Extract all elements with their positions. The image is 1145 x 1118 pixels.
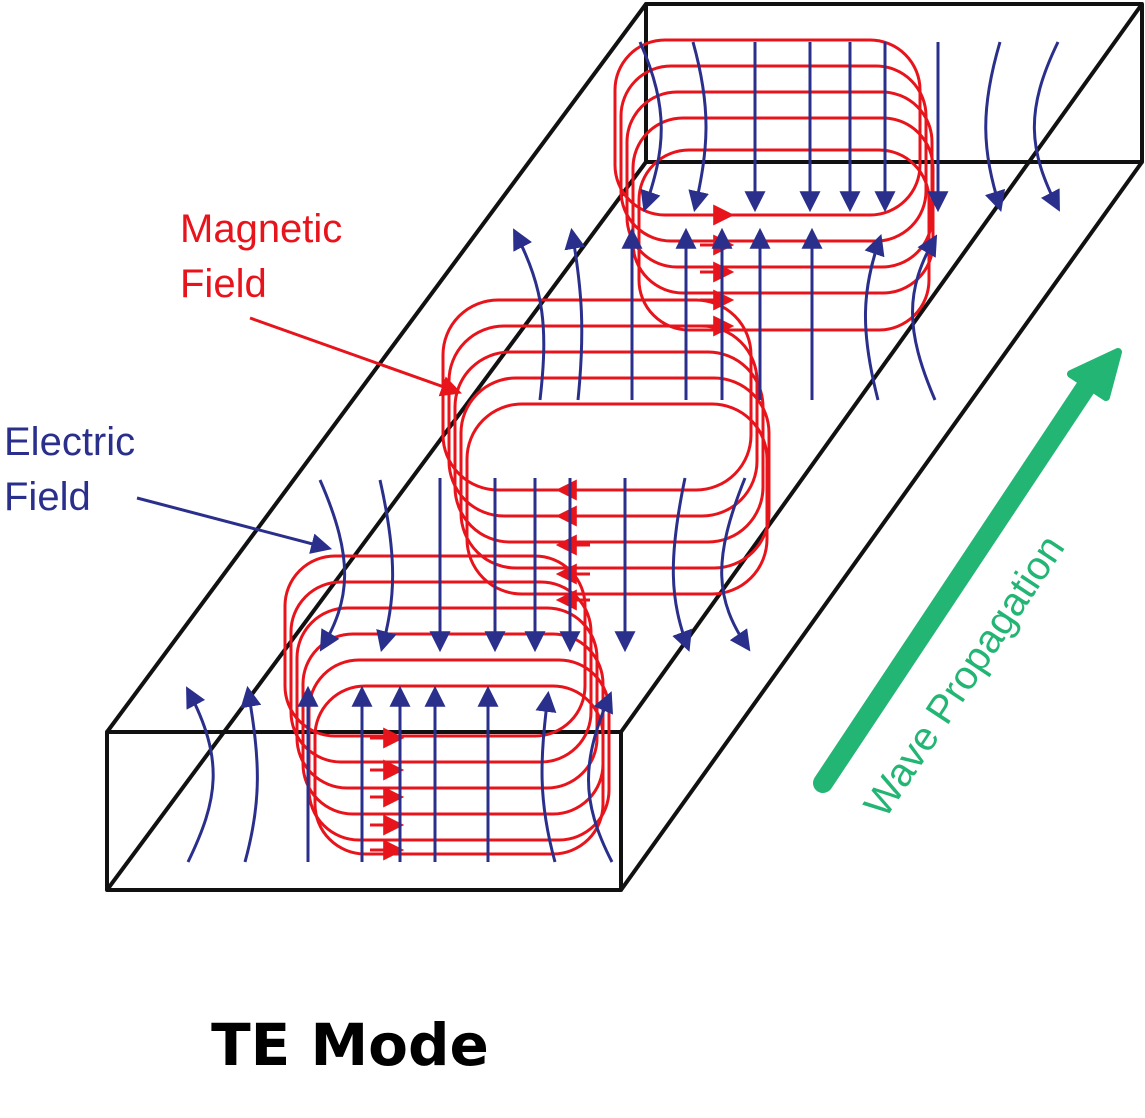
front-face xyxy=(105,730,623,892)
electric-label-line2: Field xyxy=(4,475,91,519)
magnetic-loops-middle xyxy=(441,298,771,596)
waveguide-outline xyxy=(105,2,1144,892)
magnetic-label-line2: Field xyxy=(180,262,267,306)
electric-field-label: Electric Field xyxy=(4,420,146,519)
diagram-title: TE Mode xyxy=(211,1011,489,1079)
back-face xyxy=(644,2,1144,164)
magnetic-direction-arrows xyxy=(370,204,735,861)
electric-label-line1: Electric xyxy=(4,420,135,464)
wave-propagation-arrow xyxy=(813,348,1122,793)
magnetic-loops-back xyxy=(613,38,935,332)
magnetic-label-line1: Magnetic xyxy=(180,207,342,251)
electric-pointer-arrow xyxy=(136,496,333,554)
magnetic-pointer-arrow xyxy=(249,316,462,397)
magnetic-field-label: Magnetic Field xyxy=(180,207,353,306)
electric-field-lines xyxy=(186,41,1060,863)
